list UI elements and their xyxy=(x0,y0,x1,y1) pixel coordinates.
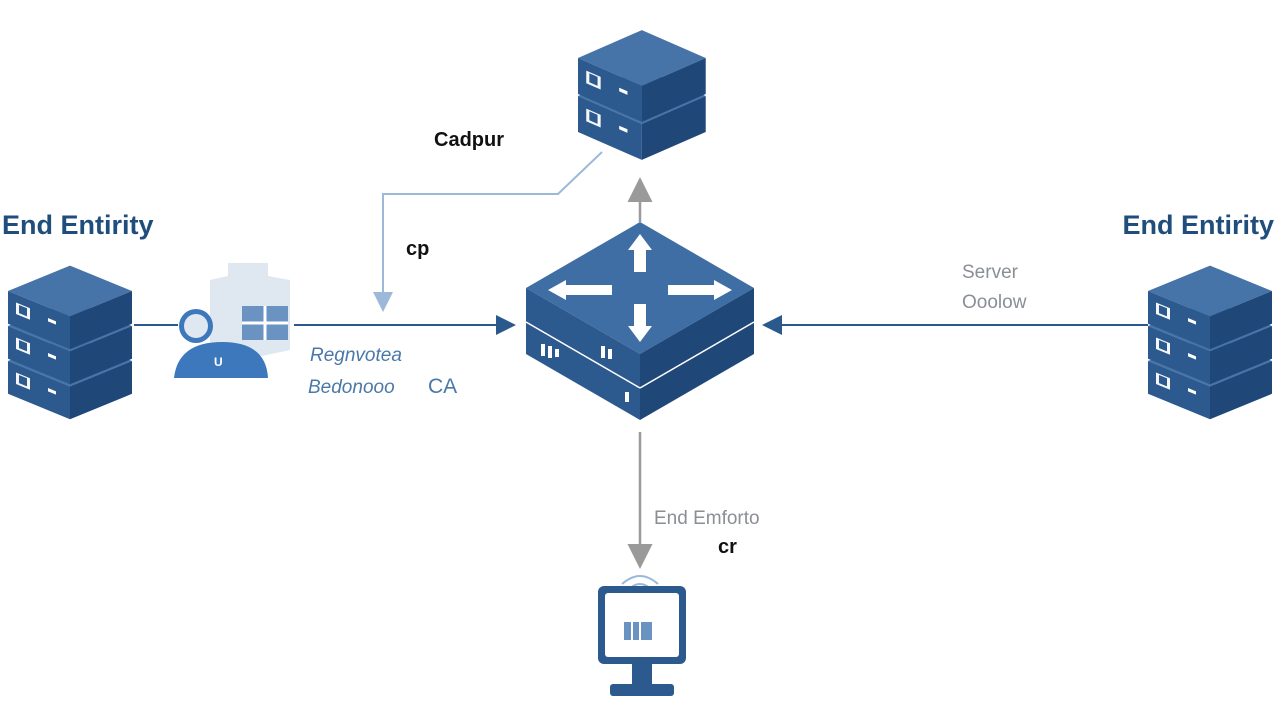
server-label-2: Ooolow xyxy=(962,292,1027,313)
registration-label-1: Regnvotea xyxy=(310,345,402,366)
right-server-icon xyxy=(1148,265,1272,420)
bottom-label-1: End Emforto xyxy=(654,508,760,529)
left-server-icon xyxy=(8,265,132,420)
cp-label: cp xyxy=(406,238,429,260)
top-server-to-ra-arrow xyxy=(373,151,603,312)
end-entity-left-label: End Entirity xyxy=(2,210,154,240)
connections xyxy=(134,151,1148,569)
registration-label-2: Bedonooo xyxy=(308,377,395,398)
svg-text:U: U xyxy=(214,355,223,369)
wireless-monitor-icon xyxy=(598,575,686,696)
user-document-icon: U xyxy=(174,263,290,378)
server-label-1: Server xyxy=(962,262,1019,283)
hub-switch-icon xyxy=(525,222,755,420)
bottom-label-2: cr xyxy=(718,536,737,558)
top-label: Cadpur xyxy=(434,129,504,151)
end-entity-right-label: End Entirity xyxy=(1122,210,1274,240)
ca-label: CA xyxy=(428,375,457,398)
top-server-icon xyxy=(578,30,706,160)
